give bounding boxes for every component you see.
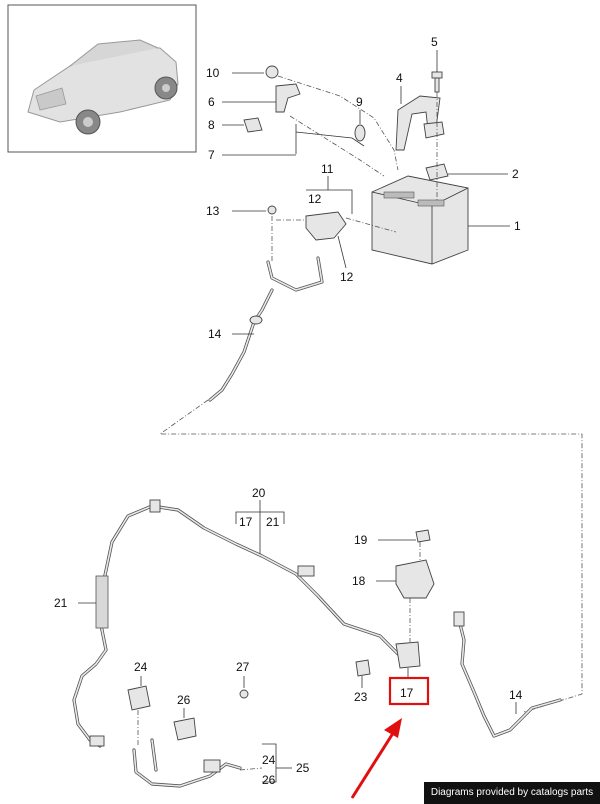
callout-17: 17: [400, 686, 414, 700]
battery: [371, 175, 469, 265]
part-12: [305, 211, 347, 241]
callout-25-sub-a: 24: [262, 753, 276, 767]
callout-27: 27: [236, 660, 250, 674]
callout-23: 23: [354, 690, 368, 704]
vehicle-thumbnail: [7, 4, 197, 153]
cable-14-top: [208, 256, 324, 402]
part-5-bolt: [431, 71, 443, 93]
callout-20: 20: [252, 486, 266, 500]
callout-19: 19: [354, 533, 368, 547]
part-27: [239, 689, 249, 699]
callout-10: 10: [206, 66, 220, 80]
part-6: [275, 83, 301, 113]
callout-13: 13: [206, 204, 220, 218]
part-9: [354, 124, 366, 142]
callout-7: 7: [208, 148, 215, 162]
wiring-harness-20: [102, 499, 400, 656]
callout-9: 9: [356, 95, 363, 109]
callout-18: 18: [352, 574, 366, 588]
part-23: [355, 659, 371, 677]
callout-24: 24: [134, 660, 148, 674]
part-4-strap: [395, 95, 441, 151]
callout-14-bottom: 14: [509, 688, 523, 702]
callout-21: 21: [54, 596, 68, 610]
wiring-harness-21: [72, 575, 109, 748]
callout-11: 11: [321, 162, 334, 176]
highlight-box: [388, 676, 430, 706]
callout-8: 8: [208, 118, 215, 132]
part-26: [173, 717, 197, 741]
part-18: [395, 559, 435, 599]
callout-4: 4: [396, 71, 403, 85]
callout-1: 1: [514, 219, 521, 233]
callout-11-sub: 12: [308, 192, 322, 206]
part-24: [127, 685, 151, 711]
callout-5: 5: [431, 35, 438, 49]
callout-20-sub-a: 17: [239, 515, 253, 529]
callout-14-top: 14: [208, 327, 222, 341]
part-8: [243, 117, 263, 133]
footer-credit: Diagrams provided by catalogs parts: [424, 782, 600, 804]
callout-2: 2: [512, 167, 519, 181]
callout-6: 6: [208, 95, 215, 109]
callout-12: 12: [340, 270, 354, 284]
wiring-harness-25: [132, 738, 242, 788]
part-10: [265, 65, 279, 79]
part-13: [267, 205, 277, 215]
callout-20-sub-b: 21: [266, 515, 280, 529]
callout-25: 25: [296, 761, 310, 775]
highlight-arrow: [350, 718, 402, 799]
callout-26: 26: [177, 693, 191, 707]
cable-14-bottom: [453, 611, 562, 738]
callout-25-sub-b: 26: [262, 773, 276, 787]
part-7: [295, 124, 365, 154]
part-19: [415, 529, 431, 543]
part-17: [395, 641, 421, 669]
